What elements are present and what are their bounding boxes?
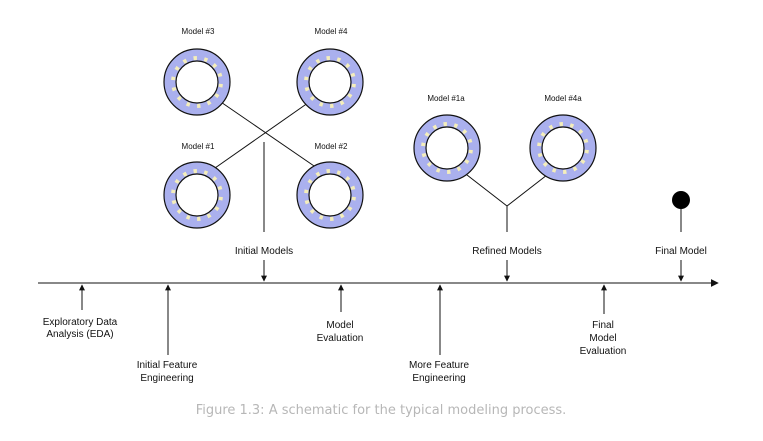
stage-fme-line1: Final [592,320,614,331]
model-2-label: Model #2 [315,142,348,151]
initial-models-connector [214,97,318,232]
stage-model-evaluation: Model Evaluation [317,320,364,344]
model-ring-m2 [296,161,364,229]
stage-mfe-line1: More Feature [409,360,469,371]
model-1-label: Model #1 [182,142,215,151]
stage-fme-line2: Model [589,333,616,344]
model-ring-m3 [163,48,231,116]
model-ring-m1a [413,114,481,182]
stage-more-feature-engineering: More Feature Engineering [409,360,469,384]
stage-eda: Exploratory Data Analysis (EDA) [43,317,118,340]
model-ring-m4a [529,114,597,182]
stage-eda-line2: Analysis (EDA) [46,329,113,340]
stage-final-model-evaluation: Final Model Evaluation [580,320,627,357]
stage-me-line1: Model [326,320,353,331]
model-1a-label: Model #1a [427,94,465,103]
refined-models-label: Refined Models [472,246,541,257]
stage-me-line2: Evaluation [317,333,364,344]
model-rings [163,48,597,229]
stage-ife-line1: Initial Feature [137,360,198,371]
stage-mfe-line2: Engineering [412,373,465,384]
model-ring-m4 [296,48,364,116]
model-3-label: Model #3 [182,27,215,36]
stage-ife-line2: Engineering [140,373,193,384]
refined-models-connector [457,167,557,232]
final-model-label: Final Model [655,246,707,257]
model-4a-label: Model #4a [544,94,582,103]
initial-models-label: Initial Models [235,246,293,257]
final-model-dot [672,191,690,209]
stage-eda-line1: Exploratory Data [43,317,118,328]
stage-initial-feature-engineering: Initial Feature Engineering [137,360,198,384]
model-ring-m1 [163,161,231,229]
figure-caption: Figure 1.3: A schematic for the typical … [196,403,567,418]
stage-fme-line3: Evaluation [580,346,627,357]
model-4-label: Model #4 [315,27,348,36]
